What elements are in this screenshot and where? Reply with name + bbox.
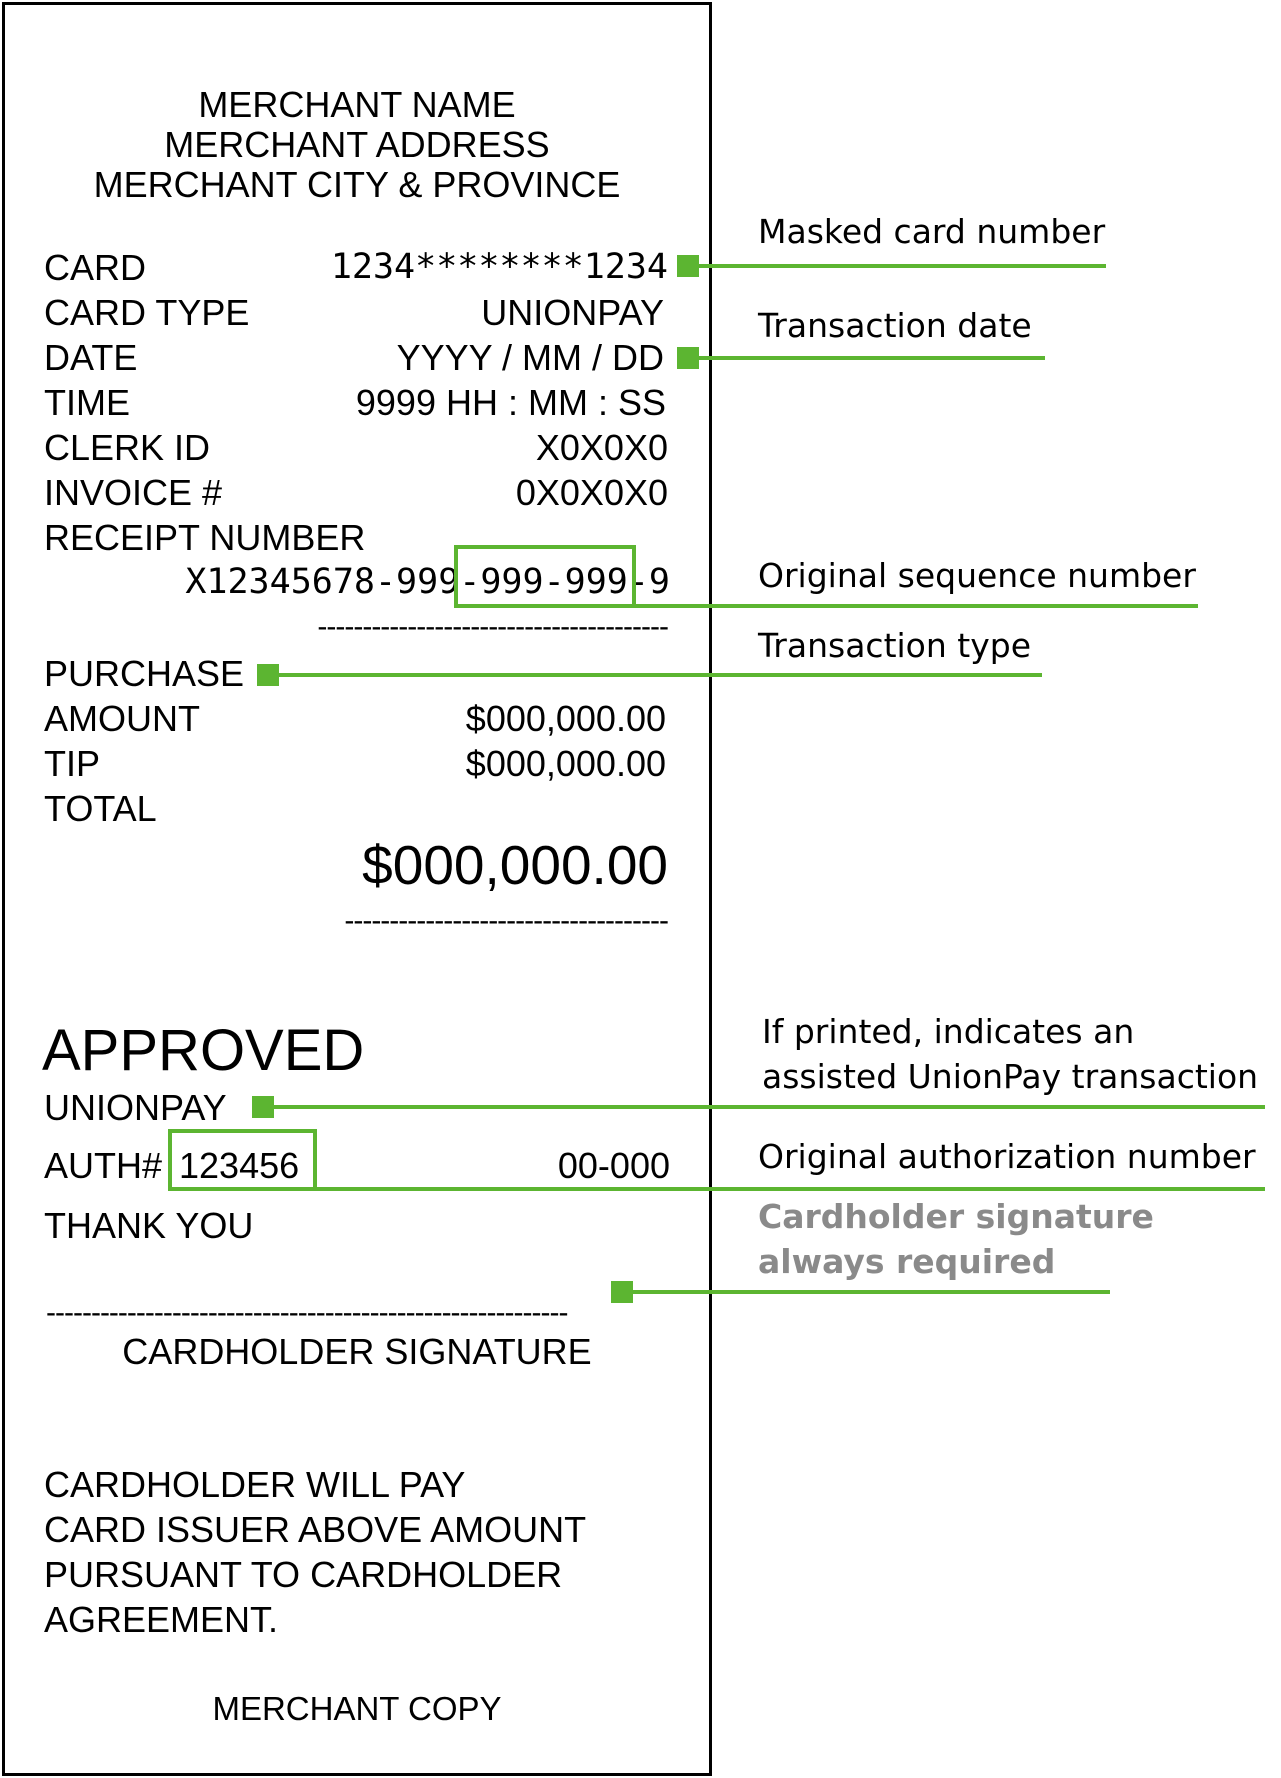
time-value: 9999 HH : MM : SS [355, 382, 666, 423]
time-label: TIME [44, 382, 130, 423]
signature-label: CARDHOLDER SIGNATURE [122, 1331, 592, 1372]
auth-number: 123456 [179, 1145, 300, 1186]
callout-marker [257, 664, 279, 686]
annotation-authorization-number: Original authorization number [758, 1137, 1256, 1176]
tip-value: $000,000.00 [465, 743, 666, 784]
annotation-signature-line1: Cardholder signature [758, 1197, 1154, 1236]
agreement-line: PURSUANT TO CARDHOLDER [44, 1554, 563, 1595]
date-label: DATE [44, 337, 138, 378]
merchant-name: MERCHANT NAME [198, 84, 516, 125]
merchant-copy-label: MERCHANT COPY [212, 1690, 502, 1727]
auth-code: 00-000 [557, 1145, 670, 1186]
total-value: $000,000.00 [362, 834, 668, 896]
divider-total: ------------------------------------ [344, 904, 669, 937]
tip-label: TIP [44, 743, 101, 784]
agreement-line: AGREEMENT. [44, 1599, 279, 1640]
callout-marker [252, 1096, 274, 1118]
receipt-paper [2, 2, 712, 1776]
signature-line: ----------------------------------------… [46, 1296, 568, 1329]
annotation-sequence-number: Original sequence number [758, 556, 1196, 595]
total-label: TOTAL [44, 788, 157, 829]
date-value: YYYY / MM / DD [396, 337, 664, 378]
annotation-transaction-type: Transaction type [758, 626, 1031, 665]
agreement-line: CARDHOLDER WILL PAY [44, 1464, 466, 1505]
transaction-type: PURCHASE [44, 653, 245, 694]
network-label: UNIONPAY [44, 1087, 227, 1128]
merchant-city: MERCHANT CITY & PROVINCE [93, 164, 621, 205]
callout-marker [611, 1281, 633, 1303]
callout-marker [677, 347, 699, 369]
card-label: CARD [44, 247, 147, 288]
receipt-number-value: X12345678-999-999-999-9 [185, 562, 670, 602]
amount-value: $000,000.00 [465, 698, 666, 739]
callout-marker [677, 255, 699, 277]
receipt-number-label: RECEIPT NUMBER [44, 517, 366, 558]
merchant-address: MERCHANT ADDRESS [164, 124, 550, 165]
invoice-value: 0X0X0X0 [515, 472, 668, 513]
invoice-label: INVOICE # [44, 472, 223, 513]
card-type-value: UNIONPAY [481, 292, 664, 333]
auth-label: AUTH# [44, 1145, 163, 1186]
divider-top: --------------------------------------- [317, 610, 669, 643]
approved-status: APPROVED [42, 1018, 365, 1083]
annotation-assisted-line1: If printed, indicates an [762, 1012, 1135, 1051]
card-number: 1234********1234 [330, 247, 668, 287]
annotation-signature-line2: always required [758, 1242, 1056, 1281]
annotation-transaction-date: Transaction date [758, 306, 1032, 345]
highlight-auth-box [168, 1129, 317, 1191]
agreement-line: CARD ISSUER ABOVE AMOUNT [44, 1509, 587, 1550]
annotation-assisted-line2: assisted UnionPay transaction [762, 1057, 1259, 1096]
card-type-label: CARD TYPE [44, 292, 250, 333]
clerk-id-value: X0X0X0 [535, 427, 668, 468]
highlight-sequence-box [454, 545, 636, 608]
amount-label: AMOUNT [44, 698, 200, 739]
annotation-masked-card: Masked card number [758, 212, 1106, 251]
clerk-id-label: CLERK ID [44, 427, 211, 468]
thank-you: THANK YOU [44, 1205, 254, 1246]
